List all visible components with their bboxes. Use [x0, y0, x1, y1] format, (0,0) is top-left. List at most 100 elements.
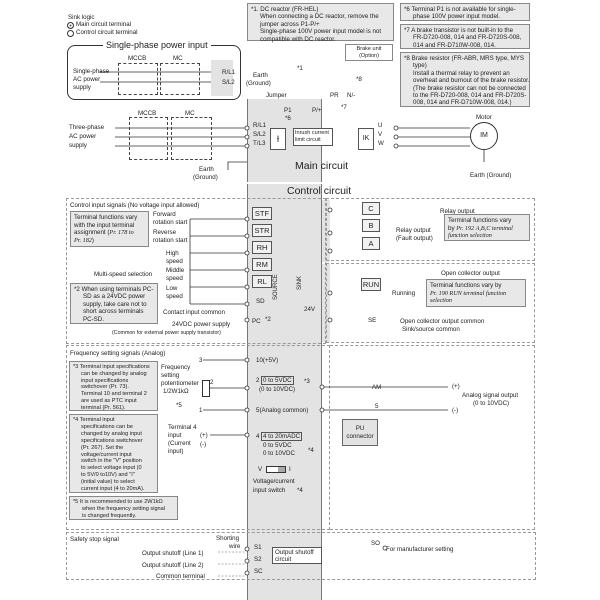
- oc-common-1: Open collector output common: [400, 318, 485, 325]
- note3-line4: switchover (Pr. 73).: [81, 384, 129, 391]
- middle-label-1: Middle: [166, 267, 185, 274]
- single-phase-supply-3: supply: [73, 84, 91, 91]
- note8-line5: (The brake resistor can not be connected: [413, 84, 526, 92]
- pu-label-2: connector: [346, 433, 374, 440]
- note5-line2: when the frequency setting signal: [82, 505, 166, 512]
- terminal-5: 5(Analog common): [256, 407, 309, 414]
- note-terminal-p1: *6 Terminal P1 is not available for sing…: [400, 3, 530, 21]
- terminal4-label-2: input: [168, 432, 182, 439]
- forward-label-1: Forward: [153, 211, 176, 218]
- terminal-dot-w: [393, 143, 399, 149]
- potentiometer-icon: [202, 380, 210, 397]
- input-note-param: Pr. 178: [109, 229, 128, 237]
- note6-line2: phase 100V power input model.: [413, 13, 501, 21]
- note7-line2: FR-D720-008, 014 and FR-D720S-008,: [413, 34, 522, 42]
- reverse-label-2: rotation start: [153, 237, 188, 244]
- note2-line2: SD as a 24VDC power: [83, 293, 146, 301]
- terminal-pc-note: *2: [265, 316, 271, 323]
- note3-line6: are used as PTC input: [81, 397, 137, 404]
- terminal-am: AM: [372, 384, 382, 391]
- note4-line10: (initial value) to select: [81, 479, 135, 486]
- note7-line3: 014 and FR-D710W-008, 014.: [413, 41, 496, 49]
- single-phase-mccb: MCCB: [128, 55, 147, 62]
- terminal-2: 2: [256, 377, 260, 384]
- terminal4-plus: (+): [200, 432, 208, 439]
- safety-region: [66, 532, 536, 580]
- terminal-stf: STF: [252, 207, 272, 220]
- three-phase-earth-1: Earth: [199, 166, 214, 173]
- note4-line3: changed by analog input: [81, 430, 142, 437]
- output-shutoff-box: Output shutoff circuit: [272, 547, 322, 564]
- oc-note-param: Pr. 190 RUN terminal function: [430, 289, 507, 297]
- switch-i: I: [289, 466, 291, 473]
- open-collector-title: Open collector output: [441, 270, 500, 277]
- label-p1-note: *6: [285, 115, 291, 122]
- relay-note: Terminal functions vary by Pr. 192 A,B,C…: [444, 214, 530, 241]
- motor-earth-label: Earth (Ground): [470, 172, 512, 179]
- note4-line8: to select voltage input (0: [81, 465, 142, 472]
- pu-label-1: PU: [355, 425, 365, 432]
- input-note-line2: with the input terminal: [74, 221, 135, 229]
- single-phase-mc: MC: [173, 55, 183, 62]
- terminal-s2: S2: [254, 556, 262, 563]
- input-terminal-rl1: R/L1: [253, 122, 267, 129]
- line2-label: Output shutoff (Line 2): [142, 562, 204, 569]
- analog-out-minus: (-): [452, 407, 459, 414]
- note1-line5: compatible with DC reactor.: [260, 35, 336, 43]
- switch-label-1: Voltage/current: [253, 478, 295, 485]
- label-p1: P1: [284, 107, 292, 114]
- inrush-label-2: limit circuit: [295, 137, 321, 143]
- three-phase-mccb: MCCB: [138, 110, 157, 117]
- terminal-a: A: [362, 237, 380, 250]
- low-label-1: Low: [166, 285, 178, 292]
- terminal-sc: SC: [254, 568, 263, 575]
- terminal-rh: RH: [252, 241, 272, 254]
- switch-v: V: [258, 466, 263, 473]
- inverter-box: IK: [358, 128, 374, 150]
- terminal-10: 10(+5V): [256, 357, 279, 364]
- earth-wire: [227, 161, 247, 170]
- main-earth-1: Earth: [253, 72, 268, 79]
- terminal4-label-4: input): [168, 448, 184, 455]
- terminal-pc: PC: [252, 318, 261, 325]
- pu-connector[interactable]: PU connector: [342, 419, 378, 446]
- voltage-current-switch[interactable]: [266, 466, 286, 473]
- input-note-param2: Pr. 182: [74, 236, 92, 244]
- label-n-minus: N/-: [347, 92, 356, 99]
- legend-control-terminal: Control circuit terminal: [76, 29, 138, 36]
- relay-output-region: [326, 198, 535, 261]
- terminal-2-alt: (0 to 10VDC): [259, 386, 296, 393]
- single-phase-terminal-block: [211, 60, 233, 96]
- terminal-4-note: *4: [308, 447, 314, 454]
- analog-out-plus: (+): [452, 383, 460, 390]
- middle-label-2: speed: [166, 275, 183, 282]
- sink-label: SINK: [297, 275, 303, 290]
- switch-knob[interactable]: [278, 467, 285, 472]
- power-supply-label: 24VDC power supply: [172, 321, 231, 328]
- pot-pin-2: 2: [210, 379, 214, 386]
- pot-label-4: 1/2W1kΩ: [163, 388, 189, 395]
- single-phase-title: Single-phase power input: [103, 40, 211, 50]
- label-pr: PR: [330, 92, 339, 99]
- note2-line1: *2 When using terminals PC-: [74, 286, 154, 293]
- motor-circle: IM: [470, 122, 498, 150]
- three-phase-mccb-box: [129, 117, 168, 160]
- control-circuit-title: Control circuit: [287, 185, 352, 197]
- pot-label-1: Frequency: [161, 364, 191, 371]
- analog-out-label-2: (0 to 10VDC): [473, 400, 510, 407]
- three-phase-supply-2: AC power: [69, 133, 97, 140]
- control-terminal-symbol-icon: [67, 30, 74, 37]
- label-n8: *8: [356, 76, 362, 83]
- note4-line9: to 5V/0 to10V) and "I": [81, 472, 135, 479]
- three-phase-supply-1: Three-phase: [69, 124, 105, 131]
- oc-note-param2: selection: [430, 297, 452, 305]
- relay-title: Relay output: [440, 208, 475, 215]
- label-n7: *7: [341, 104, 347, 111]
- note4-line2: specifications can be: [81, 423, 133, 430]
- note-brake-transistor: *7 A brake transistor is not built-in to…: [400, 24, 530, 49]
- single-phase-mccb-box: [118, 63, 158, 95]
- inrush-label-1: Inrush current: [295, 130, 329, 136]
- inrush-limit-box: Inrush current limit circuit: [293, 128, 333, 146]
- note-brake-resistor: *8 Brake resistor (FR-ABR, MRS type, MYS…: [400, 52, 530, 107]
- note5-line1: *5 It is recommended to use 2W1kΩ: [73, 499, 163, 505]
